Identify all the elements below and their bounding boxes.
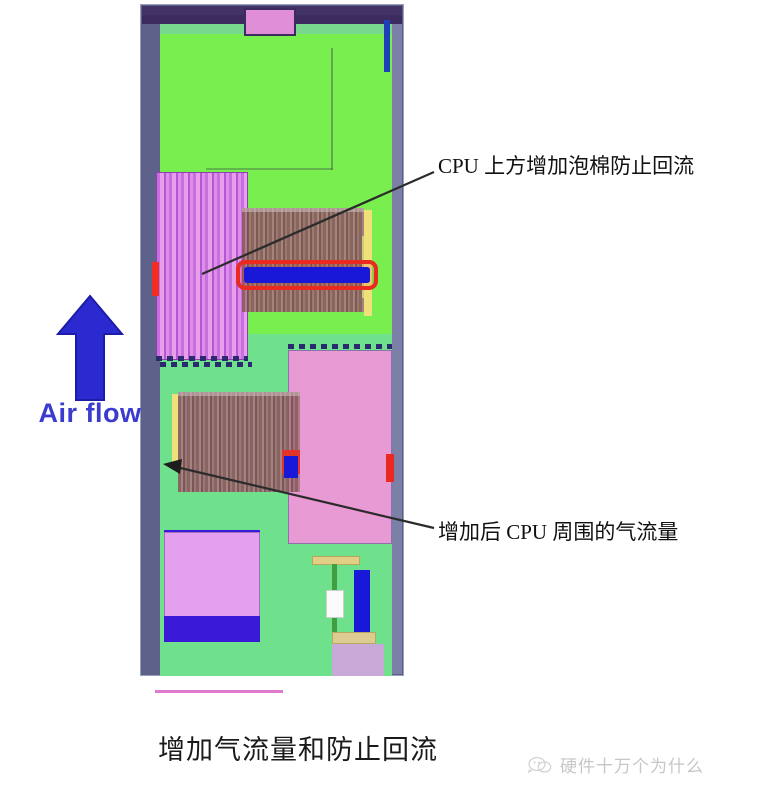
anti-recirculation-foam-extension	[322, 267, 370, 283]
annotation-airflow-volume-text: 增加后 CPU 周围的气流量	[438, 520, 679, 544]
chassis-enclosure	[140, 4, 404, 676]
blue-connector-tall	[354, 570, 370, 632]
rear-io-module	[332, 644, 384, 676]
pcb-trace-horizontal	[206, 168, 333, 170]
white-component-block	[326, 590, 344, 618]
red-tab-right	[386, 454, 394, 482]
pcb-trace-vertical	[331, 48, 333, 170]
wechat-logo-icon	[528, 756, 552, 773]
thermal-strip-lower	[172, 394, 179, 466]
front-panel-module	[244, 8, 296, 36]
red-tab-left	[152, 262, 159, 296]
watermark-text: 硬件十万个为什么	[560, 757, 704, 776]
cpu-heatsink-lower-highlight	[178, 392, 300, 396]
cpu-heatsink-lower	[178, 392, 300, 492]
airflow-arrow-icon	[55, 294, 125, 401]
blue-edge-tab	[384, 20, 390, 72]
connector-blue-small	[284, 456, 298, 478]
cpu-heatsink-upper-highlight	[242, 208, 364, 212]
riser-card	[288, 350, 392, 544]
baseline-marker	[155, 690, 283, 693]
chassis-left-wall	[142, 6, 160, 674]
dimm-bank-dotted-edge	[156, 356, 248, 361]
lower-right-dotted-edge	[288, 344, 392, 349]
airflow-label: Air flow	[38, 398, 142, 428]
gold-connector-bar-lower	[332, 632, 376, 644]
watermark: 硬件十万个为什么	[528, 752, 704, 777]
lower-left-dotted-edge	[160, 362, 252, 367]
power-supply-bottom-edge	[164, 616, 260, 642]
memory-dimm-bank	[156, 172, 248, 360]
airflow-indicator: Air flow	[39, 290, 141, 450]
annotation-foam-text: CPU 上方增加泡棉防止回流	[438, 154, 695, 178]
figure-caption: 增加气流量和防止回流	[158, 735, 438, 765]
